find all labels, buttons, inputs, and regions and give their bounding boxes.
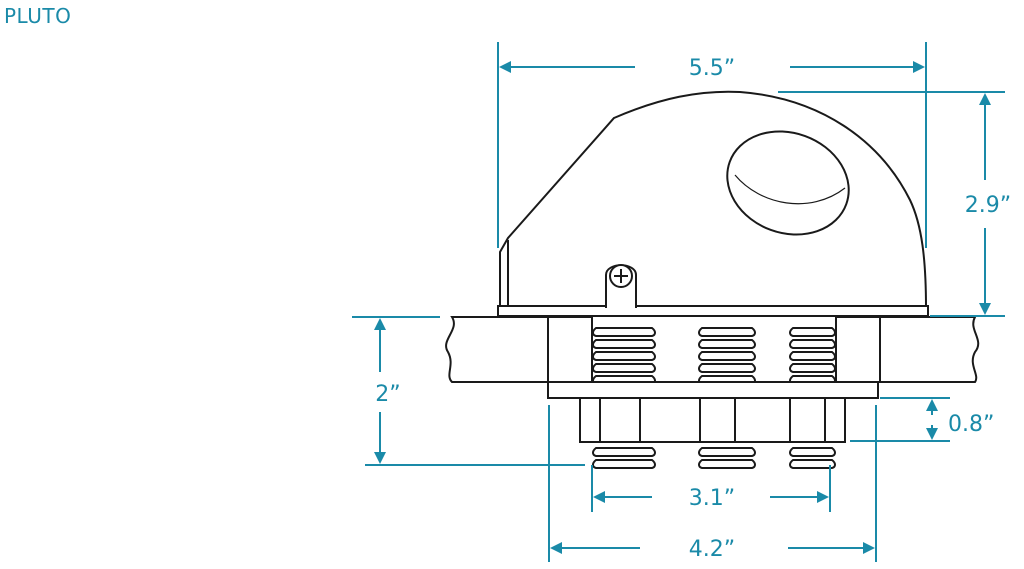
dim-body-width: 3.1” [591, 465, 831, 512]
threaded-body [591, 315, 837, 385]
thread-rib [789, 351, 836, 361]
thread-rib [698, 351, 756, 361]
ceiling-thickness-label: 2” [375, 382, 400, 407]
thread-rib [592, 351, 656, 361]
thread-rib [789, 459, 836, 469]
thread-rib [789, 339, 836, 349]
dim-flange-height: 0.8” [850, 397, 994, 442]
thread-rib [698, 459, 756, 469]
flange-height-label: 0.8” [948, 412, 994, 437]
thread-rib [592, 339, 656, 349]
dim-flange-width: 4.2” [548, 405, 877, 562]
thread-rib [698, 339, 756, 349]
thread-rib [592, 363, 656, 373]
thread-rib [789, 447, 836, 457]
thread-rib [592, 447, 656, 457]
thread-rib [592, 459, 656, 469]
thread-rib [698, 363, 756, 373]
thread-rib [592, 327, 656, 337]
dim-dome-height: 2.9” [778, 91, 1011, 317]
dome-width-label: 5.5” [689, 56, 735, 81]
thread-rib [789, 363, 836, 373]
product-title: PLUTO [4, 4, 72, 28]
thread-rib [789, 327, 836, 337]
dome-housing [497, 90, 929, 317]
lens-window [726, 130, 850, 236]
dim-ceiling-thickness: 2” [352, 316, 585, 466]
dim-dome-width: 5.5” [497, 42, 927, 248]
body-width-label: 3.1” [689, 486, 735, 511]
dome-height-label: 2.9” [965, 193, 1011, 218]
thread-rib [698, 447, 756, 457]
thread-rib [698, 327, 756, 337]
flange-width-label: 4.2” [689, 537, 735, 562]
thread-ribs [592, 327, 836, 469]
mounting-flange [547, 381, 879, 399]
lower-ring [579, 397, 846, 443]
screw-clip [605, 264, 637, 308]
